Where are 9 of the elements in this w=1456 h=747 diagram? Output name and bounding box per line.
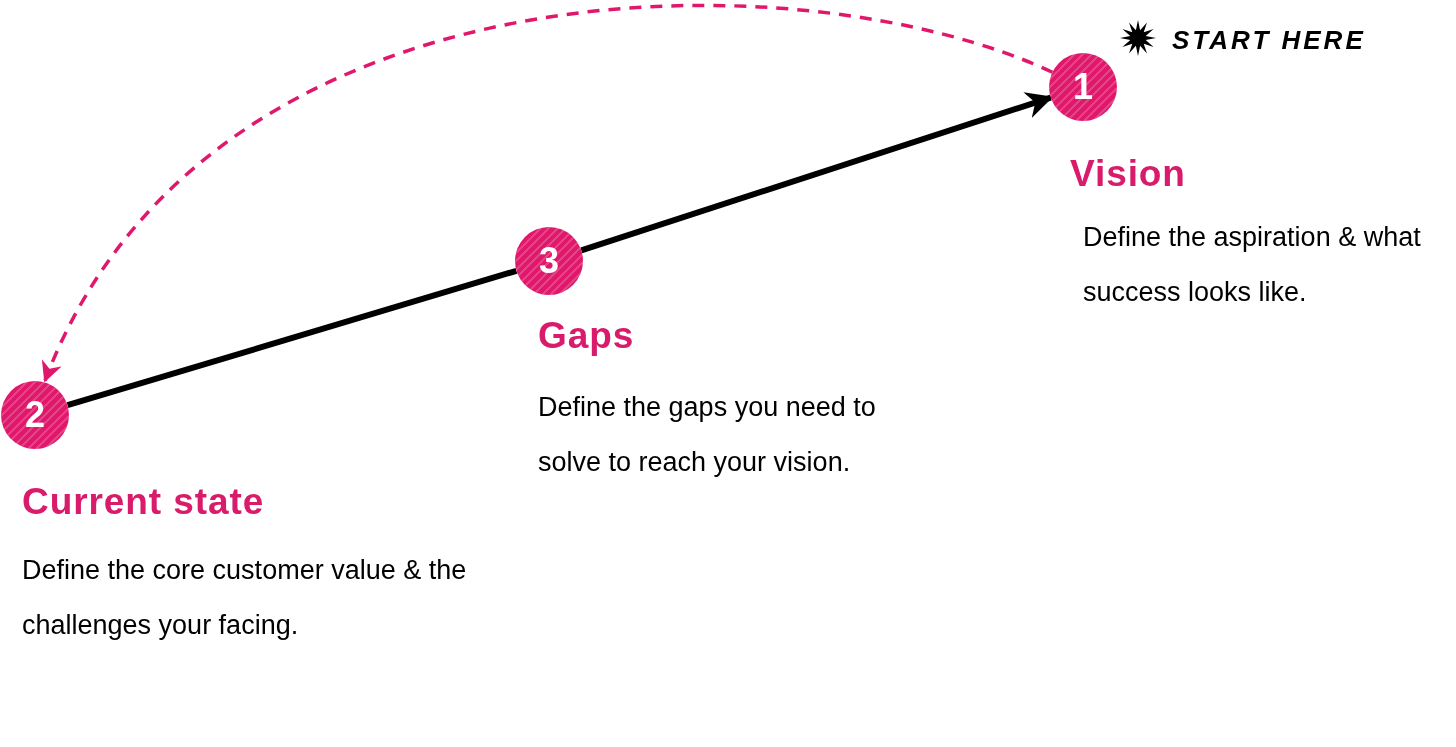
step-heading: Current state bbox=[22, 480, 265, 524]
step-description: Define the gaps you need to solve to reach your vision. bbox=[538, 391, 877, 479]
step-description: Define the aspiration & what success looks like. bbox=[1083, 221, 1422, 309]
step-heading: Vision bbox=[1070, 152, 1186, 196]
start-here-label: START HERE bbox=[1172, 24, 1366, 57]
dashed-arrow bbox=[43, 3, 1053, 383]
step-description: Define the core customer value & the challenges your facing. bbox=[22, 554, 468, 642]
step-heading: Gaps bbox=[538, 314, 635, 358]
arrow bbox=[580, 92, 1054, 254]
